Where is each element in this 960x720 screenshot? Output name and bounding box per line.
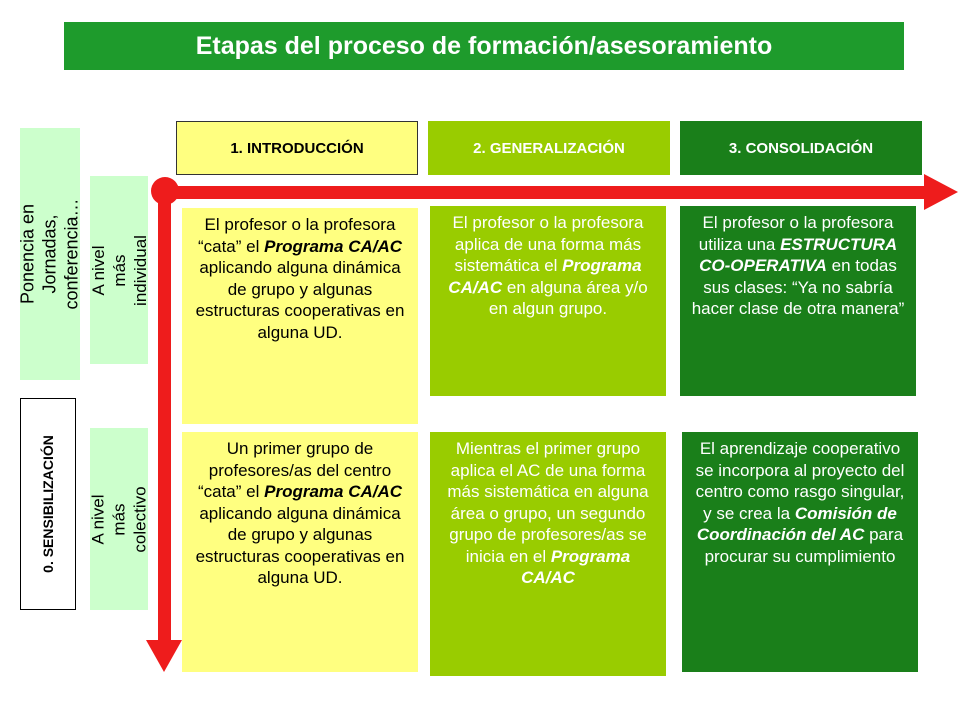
cell-colectivo-consolidacion: El aprendizaje cooperativo se incorpora … <box>682 432 918 672</box>
arrow-origin-dot <box>151 177 179 205</box>
cell-colectivo-generalizacion: Mientras el primer grupo aplica el AC de… <box>430 432 666 676</box>
header-generalizacion: 2. GENERALIZACIÓN <box>428 121 670 175</box>
cell-individual-generalizacion: El profesor o la profesora aplica de una… <box>430 206 666 396</box>
sensibilizacion-label-box: 0. SENSIBILIZACIÓN <box>20 398 76 610</box>
vertical-arrowhead <box>146 640 182 672</box>
horizontal-arrow-shaft <box>170 186 930 199</box>
cell-individual-consolidacion: El profesor o la profesora utiliza una E… <box>680 206 916 396</box>
header-introduccion: 1. INTRODUCCIÓN <box>176 121 418 175</box>
vertical-arrow-shaft <box>158 190 171 648</box>
page-title: Etapas del proceso de formación/asesoram… <box>64 22 904 70</box>
colectivo-label-box: A nivel más colectivo <box>89 428 150 610</box>
horizontal-arrowhead <box>924 174 958 210</box>
header-consolidacion: 3. CONSOLIDACIÓN <box>680 121 922 175</box>
ponencia-label-box: Ponencia en Jornadas, conferencia… <box>18 128 82 380</box>
cell-colectivo-introduccion: Un primer grupo de profesores/as del cen… <box>182 432 418 672</box>
cell-individual-introduccion: El profesor o la profesora “cata” el Pro… <box>182 208 418 424</box>
individual-label-box: A nivel más individual <box>89 176 150 364</box>
